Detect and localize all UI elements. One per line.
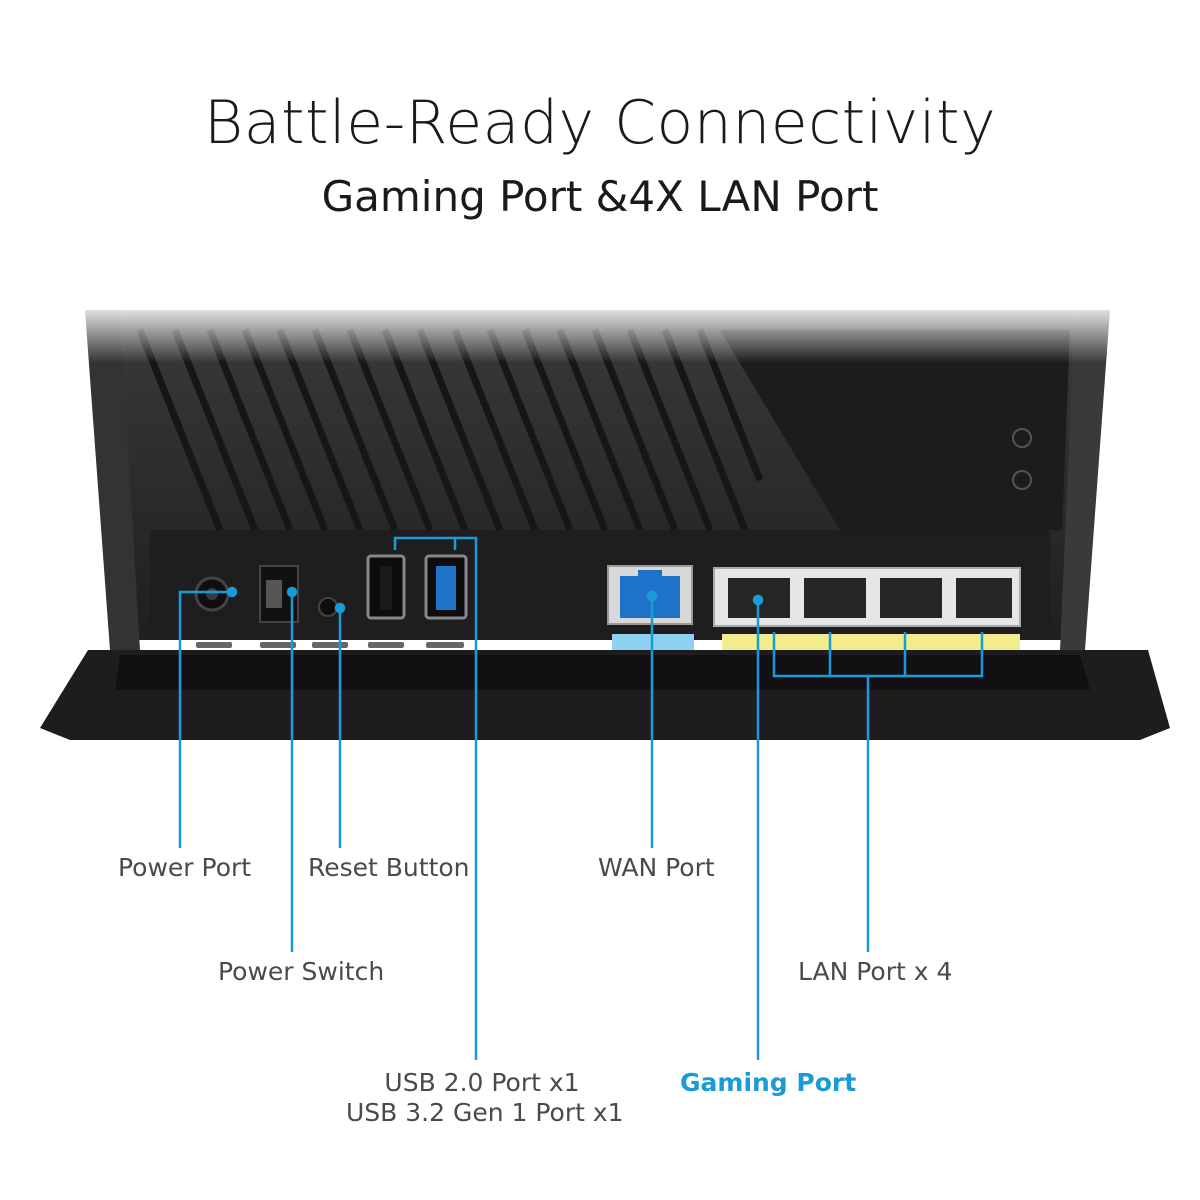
gaming-port-label: Gaming Port — [680, 1068, 857, 1097]
page-title: Battle-Ready Connectivity — [203, 88, 997, 158]
router-back-panel — [0, 300, 1200, 740]
wan-port-label: WAN Port — [598, 853, 715, 882]
lan-port-label: LAN Port x 4 — [798, 957, 953, 986]
usb-port-label-line1: USB 2.0 Port x1 — [384, 1068, 580, 1097]
page-subtitle: Gaming Port &4X LAN Port — [321, 172, 879, 221]
power-port-label: Power Port — [118, 853, 252, 882]
usb-port-label-line2: USB 3.2 Gen 1 Port x1 — [346, 1098, 624, 1127]
power-switch-label: Power Switch — [218, 957, 385, 986]
reset-button-label: Reset Button — [308, 853, 470, 882]
